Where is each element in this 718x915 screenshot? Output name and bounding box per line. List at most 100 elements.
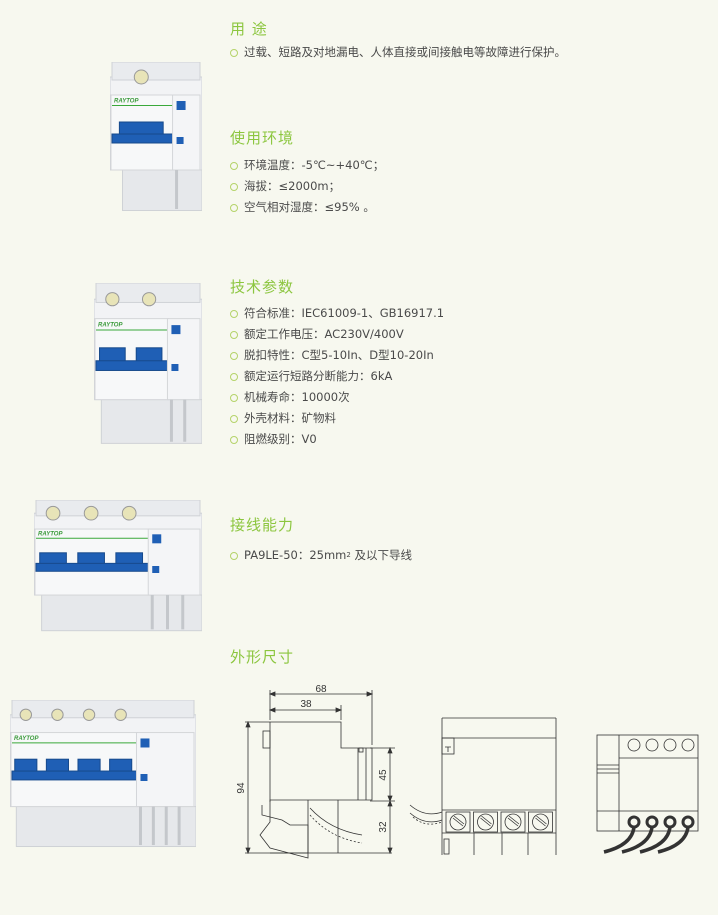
handle-bar (11, 770, 137, 781)
environment-list: 环境温度：-5℃~+40℃； 海拔：≤2000m； 空气相对湿度：≤95% 。 (230, 155, 384, 218)
list-item: 阻燃级别：V0 (230, 429, 444, 450)
screw-icon (105, 292, 120, 307)
item-text: PA9LE-50：25mm (244, 548, 347, 562)
item-text: 额定运行短路分断能力：6kA (244, 369, 393, 383)
item-text: 额定工作电压：AC230V/400V (244, 327, 404, 341)
breaker-svg: RAYTOP (9, 699, 197, 848)
list-item: 符合标准：IEC61009-1、GB16917.1 (230, 303, 444, 324)
product-image-2p: RAYTOP (93, 282, 203, 449)
terminal-box (528, 811, 553, 833)
bullet-circle-icon (230, 393, 238, 402)
terminal-hole-icon (645, 738, 659, 752)
brand-logo: RAYTOP (14, 736, 39, 742)
brand-logo: RAYTOP (98, 323, 123, 329)
terminal-box (500, 811, 526, 833)
screw-icon (477, 813, 494, 831)
list-item: 外壳材料：矿物料 (230, 408, 444, 429)
item-text: 外壳材料：矿物料 (244, 411, 336, 425)
wire (603, 826, 636, 854)
bullet-circle-icon (230, 203, 238, 212)
screw-icon (133, 69, 149, 85)
item-text: 环境温度：-5℃~+40℃； (244, 158, 385, 172)
screw-icon (449, 813, 467, 831)
item-text: 空气相对湿度：≤95% 。 (244, 200, 375, 214)
breaker-top (35, 499, 201, 517)
handle-bar (111, 133, 174, 144)
handle-bar (35, 562, 149, 572)
product-image-4p: RAYTOP (9, 699, 197, 852)
bullet-circle-icon (230, 182, 238, 191)
terminal-box (473, 811, 498, 833)
wire (621, 826, 654, 854)
terminal-hole-icon (663, 738, 677, 752)
item-text: 阻燃级别：V0 (244, 432, 317, 446)
list-item: 脱扣特性：C型5-10In、D型10-20In (230, 345, 444, 366)
dim-45: 45 (378, 769, 389, 781)
bullet-circle-icon (230, 330, 238, 339)
breaker-svg: RAYTOP (109, 61, 203, 211)
heading-usage: 用 途 (230, 20, 268, 38)
handle-bar (95, 360, 168, 371)
dimension-drawings: 68 38 94 45 32 (236, 684, 699, 859)
test-button (176, 101, 186, 110)
list-item: 环境温度：-5℃~+40℃； (230, 155, 384, 176)
terminal-box (445, 811, 471, 833)
list-item: 额定工作电压：AC230V/400V (230, 324, 444, 345)
heading-environment: 使用环境 (230, 129, 295, 147)
side-view-drawing: 68 38 94 45 32 (236, 684, 395, 859)
screw-icon (19, 708, 33, 721)
item-text: 机械寿命：10000次 (244, 390, 350, 404)
wire-terminal-icon (645, 815, 659, 829)
heading-wiring: 接线能力 (230, 516, 295, 534)
breaker-base (122, 169, 203, 211)
dim-32: 32 (378, 821, 389, 833)
wire (639, 826, 672, 854)
screw-icon (83, 505, 99, 521)
brand-logo: RAYTOP (38, 532, 63, 538)
bullet-circle-icon (230, 551, 238, 560)
wire-terminal-icon (681, 815, 695, 829)
screw-icon (121, 505, 137, 521)
leakage-module (147, 528, 201, 596)
test-button (152, 534, 162, 544)
list-item: 额定运行短路分断能力：6kA (230, 366, 444, 387)
reset-button (176, 137, 184, 144)
screw-icon (45, 505, 61, 521)
wire-terminal-icon (663, 815, 677, 829)
item-text: 及以下导线 (350, 548, 413, 562)
bullet-circle-icon (230, 414, 238, 423)
bullet-circle-icon (230, 351, 238, 360)
screw-icon (114, 708, 127, 721)
superscript: 2 (346, 551, 351, 559)
reset-button (140, 774, 148, 781)
bullet-circle-icon (230, 161, 238, 170)
screw-icon (141, 292, 157, 307)
item-text: 符合标准：IEC61009-1、GB16917.1 (244, 306, 445, 320)
product-image-1p: RAYTOP (109, 61, 203, 216)
tech-list: 符合标准：IEC61009-1、GB16917.1 额定工作电压：AC230V/… (230, 303, 444, 450)
dim-38: 38 (300, 699, 312, 710)
wire (657, 826, 690, 854)
list-item: 海拔：≤2000m； (230, 176, 384, 197)
product-image-3p: RAYTOP (33, 499, 203, 636)
bullet-circle-icon (230, 435, 238, 444)
breaker-base (15, 806, 197, 848)
test-button (140, 738, 150, 748)
usage-list: 过载、短路及对地漏电、人体直接或间接触电等故障进行保护。 (230, 42, 566, 63)
front-terminal-drawing (409, 717, 557, 855)
breaker-top (11, 699, 195, 719)
bullet-circle-icon (230, 48, 238, 57)
terminal-hole-icon (681, 738, 695, 752)
bullet-circle-icon (230, 309, 238, 318)
breaker-svg: RAYTOP (93, 282, 203, 444)
breaker-base (41, 594, 203, 632)
brand-logo: RAYTOP (114, 99, 139, 105)
reset-button (171, 364, 179, 371)
heading-tech: 技术参数 (230, 278, 295, 296)
heading-dimensions: 外形尺寸 (230, 648, 295, 666)
top-terminal-drawing (596, 734, 699, 854)
screw-icon (504, 813, 522, 831)
bullet-circle-icon (230, 372, 238, 381)
